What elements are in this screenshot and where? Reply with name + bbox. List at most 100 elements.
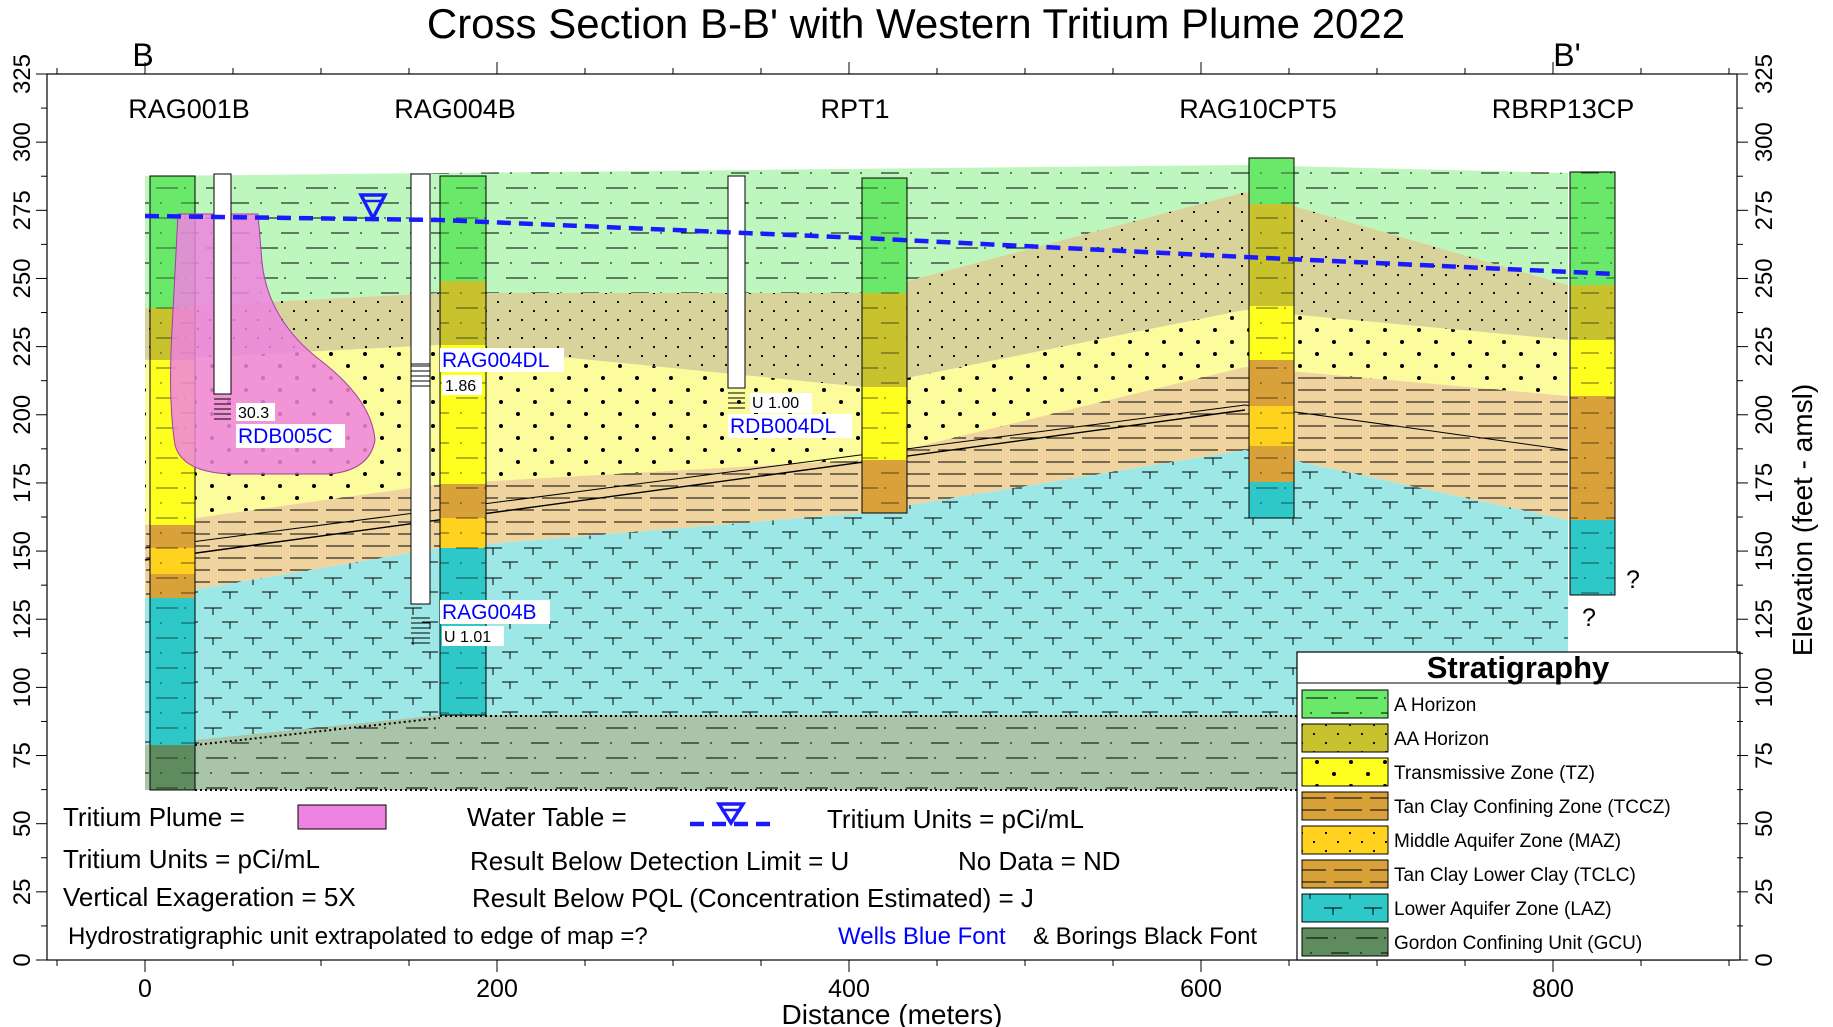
- well-result: U 1.01: [444, 629, 491, 646]
- note-wells-font: Wells Blue Font: [838, 923, 1006, 950]
- y-tick-label: 0: [1751, 953, 1778, 966]
- notes: Tritium Plume = Water Table = Tritium Un…: [63, 802, 1257, 950]
- legend-item: Tan Clay Confining Zone (TCCZ): [1301, 791, 1671, 821]
- section-end-right: B': [1553, 37, 1580, 73]
- well-name: RAG004DL: [442, 349, 549, 372]
- legend-item: A Horizon: [1301, 689, 1476, 719]
- y-tick-label: 100: [1751, 667, 1778, 707]
- legend-item: Gordon Confining Unit (GCU): [1301, 927, 1642, 957]
- stratigraphy-legend: Stratigraphy A Horizon AA HorizonTransmis…: [1296, 650, 1741, 961]
- screen-rdb004dl: [728, 387, 745, 409]
- legend-label: AA Horizon: [1394, 729, 1489, 750]
- legend-label: A Horizon: [1394, 695, 1476, 716]
- legend-title: Stratigraphy: [1427, 650, 1610, 685]
- well-casing-rdb005c: [213, 173, 232, 395]
- y-tick-label: 225: [9, 327, 36, 367]
- y-tick-label: 50: [9, 810, 36, 837]
- y-tick-label: 275: [1751, 190, 1778, 230]
- x-axis: 0 200 400 600 800: [56, 960, 1730, 1003]
- y-tick-label: 25: [1751, 878, 1778, 905]
- well-name: RDB005C: [238, 425, 333, 448]
- well-casing-rag004b: [410, 363, 431, 605]
- x-tick-label: 0: [138, 975, 152, 1003]
- boring-label: RAG004B: [394, 94, 516, 124]
- note-water-table-label: Water Table =: [467, 802, 627, 832]
- note-no-data: No Data = ND: [958, 846, 1121, 876]
- legend-item: Middle Aquifer Zone (MAZ): [1301, 825, 1621, 855]
- water-table-symbol: [358, 193, 388, 222]
- legend-label: Middle Aquifer Zone (MAZ): [1394, 831, 1621, 852]
- y-tick-label: 250: [9, 258, 36, 298]
- well-name: RAG004B: [442, 601, 537, 624]
- y-tick-label: 200: [9, 395, 36, 435]
- y-tick-label: 150: [1751, 531, 1778, 571]
- note-plume-label: Tritium Plume =: [63, 802, 245, 832]
- y-tick-label: 75: [9, 742, 36, 769]
- x-tick-label: 600: [1180, 975, 1222, 1003]
- x-tick-label: 800: [1532, 975, 1574, 1003]
- boring-label: RBRP13CP: [1492, 94, 1635, 124]
- y-tick-label: 325: [1751, 54, 1778, 94]
- y-tick-label: 0: [9, 953, 36, 966]
- y-tick-label: 125: [9, 599, 36, 639]
- note-below-dl: Result Below Detection Limit = U: [470, 846, 849, 876]
- y-tick-label: 175: [1751, 463, 1778, 503]
- y-tick-label: 100: [9, 667, 36, 707]
- well-result: 1.86: [445, 378, 476, 395]
- question-mark: ?: [1582, 604, 1596, 632]
- y-tick-label: 225: [1751, 327, 1778, 367]
- x-axis-top: [56, 62, 1730, 74]
- boring-column-rag004b: [439, 175, 487, 716]
- note-borings-font: & Borings Black Font: [1033, 923, 1257, 950]
- boring-label: RAG10CPT5: [1179, 94, 1337, 124]
- note-exaggeration: Vertical Exageration = 5X: [63, 882, 356, 912]
- note-extrapolated: Hydrostratigraphic unit extrapolated to …: [68, 923, 648, 950]
- y-tick-label: 25: [9, 878, 36, 905]
- boring-label: RPT1: [820, 94, 889, 124]
- chart-title: Cross Section B-B' with Western Tritium …: [427, 0, 1405, 47]
- legend-item: Tan Clay Lower Clay (TCLC): [1301, 859, 1636, 889]
- well-casing-rag004dl: [410, 173, 431, 365]
- note-below-pql: Result Below PQL (Concentration Estimate…: [472, 883, 1034, 913]
- plume-swatch: [297, 804, 387, 830]
- legend-label: Tan Clay Lower Clay (TCLC): [1394, 865, 1636, 886]
- y-tick-label: 300: [9, 122, 36, 162]
- x-tick-label: 200: [476, 975, 518, 1003]
- well-result: 30.3: [238, 405, 269, 422]
- y-tick-label: 175: [9, 463, 36, 503]
- well-result: U 1.00: [752, 395, 799, 412]
- legend-item: AA Horizon: [1301, 723, 1489, 753]
- y-tick-label: 50: [1751, 810, 1778, 837]
- boring-column-rag10cpt5: [1248, 157, 1295, 519]
- x-axis-label: Distance (meters): [782, 999, 1003, 1027]
- x-tick-label: 400: [828, 975, 870, 1003]
- legend-label: Tan Clay Confining Zone (TCCZ): [1394, 797, 1671, 818]
- legend-item: Lower Aquifer Zone (LAZ): [1301, 893, 1612, 923]
- y-tick-label: 325: [9, 54, 36, 94]
- boring-column-rbrp13cp: [1569, 171, 1616, 596]
- y-tick-label: 200: [1751, 395, 1778, 435]
- boring-column-rpt1: [861, 177, 908, 514]
- legend-label: Gordon Confining Unit (GCU): [1394, 933, 1642, 954]
- y-tick-label: 300: [1751, 122, 1778, 162]
- boring-labels: RAG001B RAG004B RPT1 RAG10CPT5 RBRP13CP: [128, 94, 1634, 124]
- y-tick-label: 150: [9, 531, 36, 571]
- well-name: RDB004DL: [730, 415, 836, 438]
- legend-item: Transmissive Zone (TZ): [1301, 757, 1595, 787]
- boring-label: RAG001B: [128, 94, 250, 124]
- screen-rdb005c: [214, 393, 231, 420]
- screen-rag004b: [411, 617, 430, 644]
- legend-label: Transmissive Zone (TZ): [1394, 763, 1595, 784]
- note-units-a: Tritium Units = pCi/mL: [827, 804, 1084, 834]
- well-casing-rdb004dl: [727, 175, 746, 389]
- y-tick-label: 125: [1751, 599, 1778, 639]
- note-units-b: Tritium Units = pCi/mL: [63, 844, 320, 874]
- water-table-line: [144, 213, 1616, 277]
- y-tick-label: 250: [1751, 258, 1778, 298]
- section-end-left: B: [132, 37, 153, 73]
- y-axis-label: Elevation (feet - amsl): [1787, 384, 1818, 656]
- legend-label: Lower Aquifer Zone (LAZ): [1394, 899, 1612, 920]
